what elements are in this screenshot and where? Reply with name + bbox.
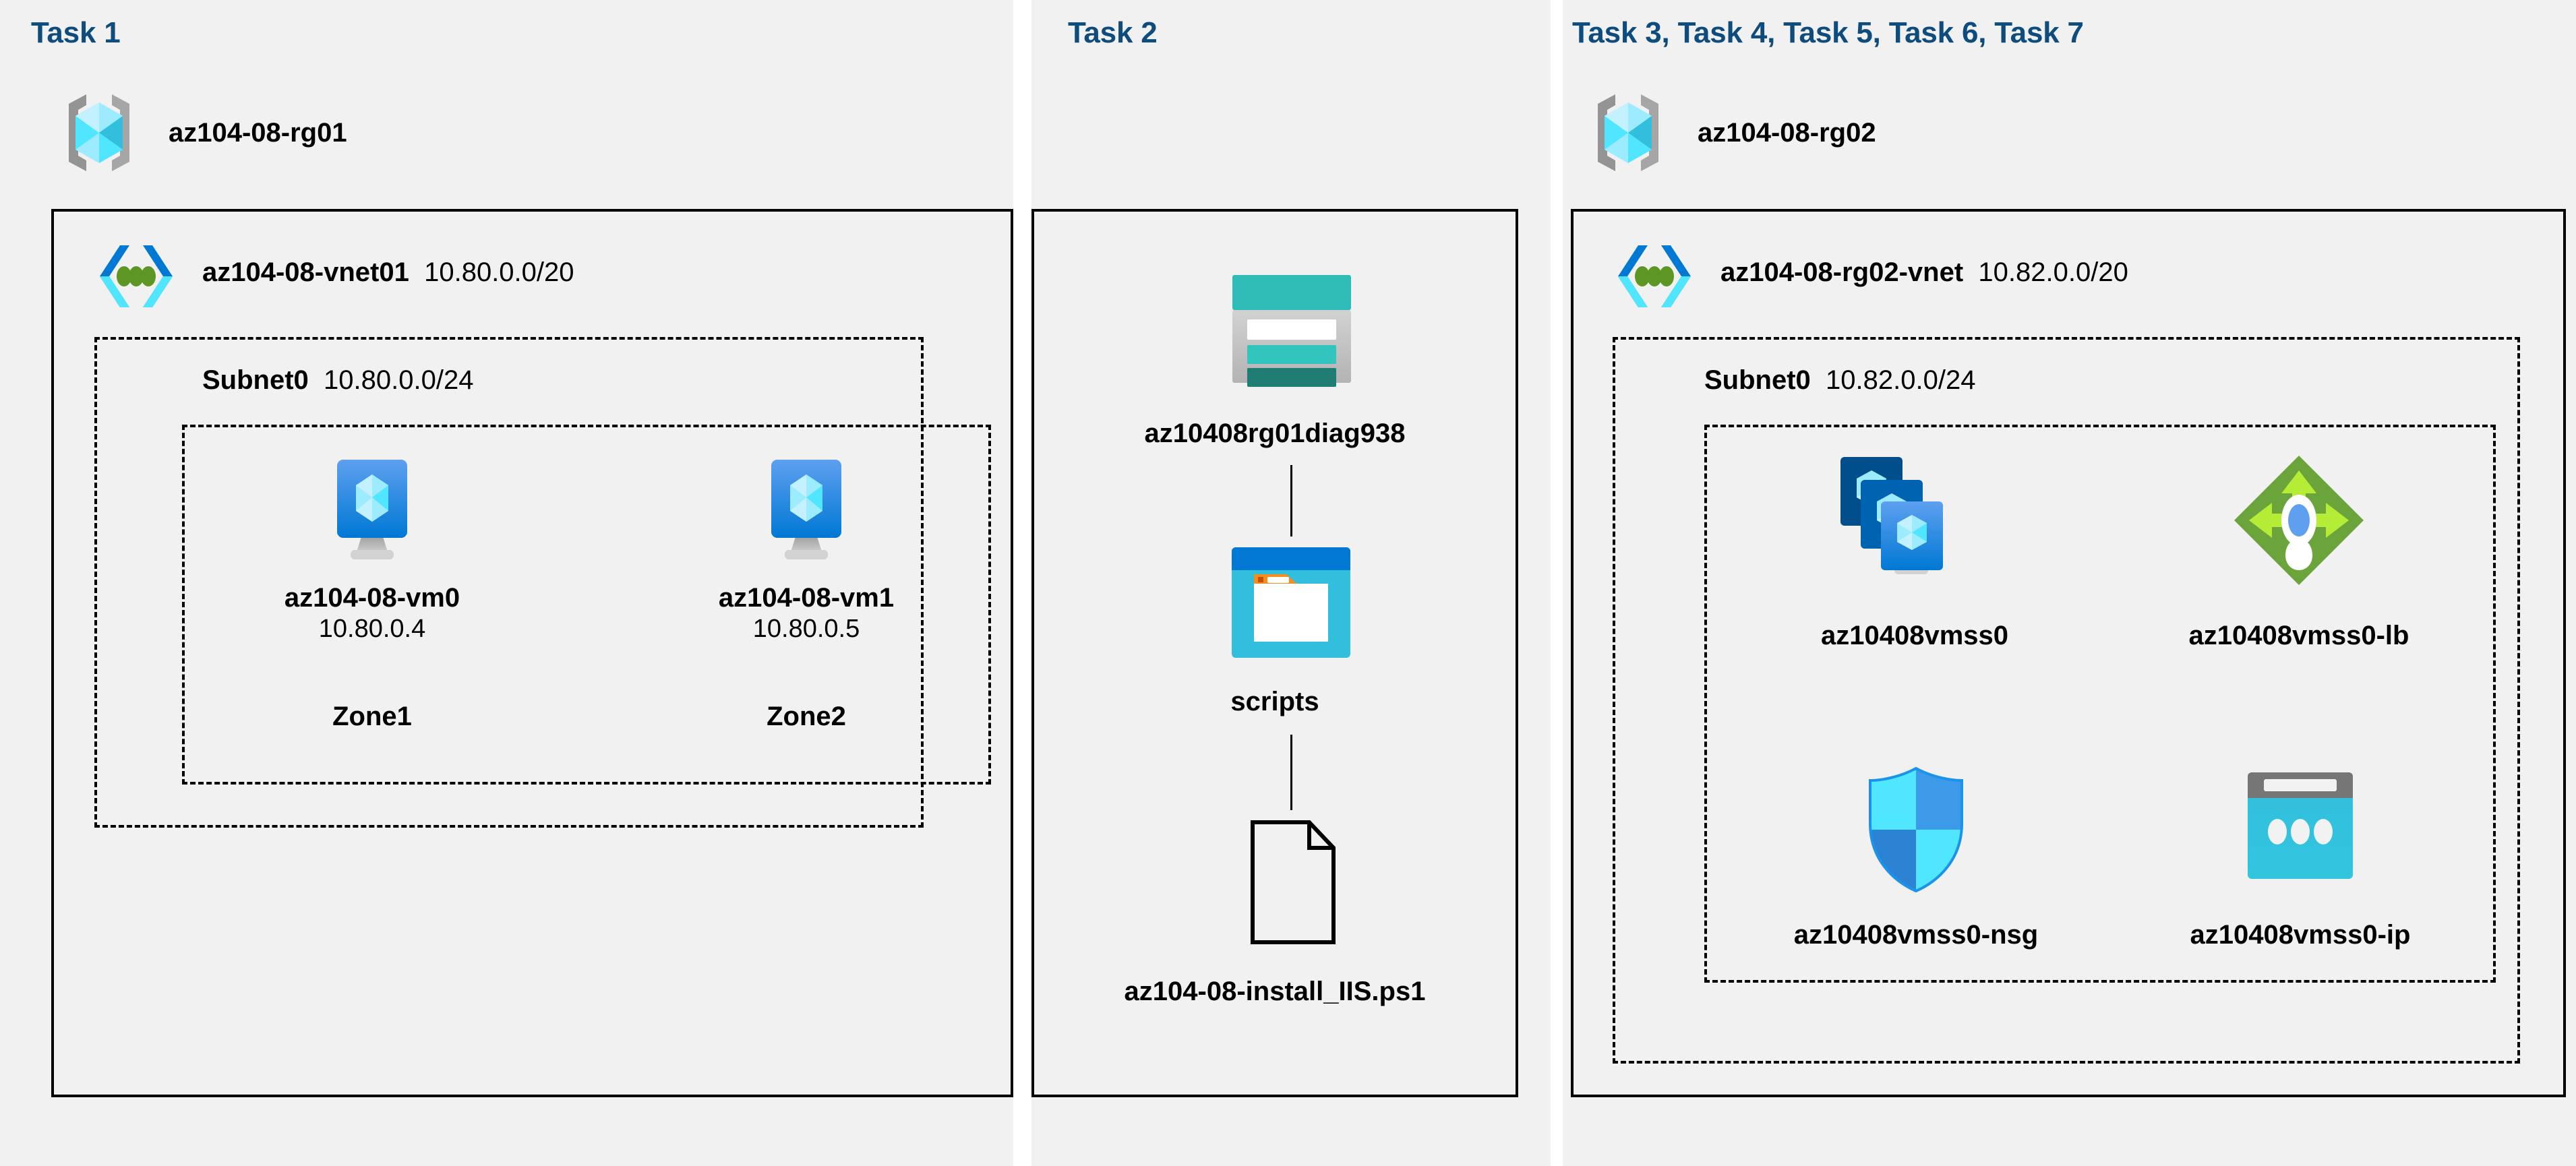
task1-vm1-zone-label: Zone2 [767,702,846,731]
task3-resource-group-label: az104-08-rg02 [1698,118,1876,148]
task2-container-name: scripts [1230,687,1319,716]
resource-group-icon [1584,89,1672,177]
task2-file-name: az104-08-install_IIS.ps1 [1124,977,1426,1006]
load-balancer-icon [2231,453,2366,588]
resource-group-icon [55,89,143,177]
panel-task1 [0,0,1013,1166]
task3-nsg-label: az10408vmss0-nsg [1727,919,2105,951]
virtual-network-icon [93,241,179,311]
task1-vnet-box [51,209,1013,1097]
task1-vm0-ip: 10.80.0.4 [318,615,426,644]
task1-vm1-ip: 10.80.0.5 [752,615,860,644]
task1-subnet-cidr: 10.80.0.0/24 [324,365,474,395]
panel-task2-title: Task 2 [1068,16,1158,49]
task3-vnet-name: az104-08-rg02-vnet [1720,257,1971,287]
task3-vnet-cidr: 10.82.0.0/20 [1978,257,2128,287]
blob-container-icon [1228,545,1354,661]
task1-resource-group-label: az104-08-rg01 [169,118,347,148]
task3-nsg-name: az10408vmss0-nsg [1793,920,2039,950]
task2-storage-account-name: az10408rg01diag938 [1144,419,1406,448]
task3-subnet-name: Subnet0 [1704,365,1818,395]
task3-vnet-label: az104-08-rg02-vnet 10.82.0.0/20 [1720,257,2128,288]
task1-vm0-zone: Zone1 [190,701,554,733]
task3-ip-name: az10408vmss0-ip [2190,920,2411,950]
task3-vnet-box [1571,209,2566,1097]
virtual-machine-icon [756,457,856,565]
task1-subnet-box [94,337,924,828]
task3-vmss-label: az10408vmss0 [1726,620,2103,652]
task1-vm0-labels: az104-08-vm0 10.80.0.4 [190,582,554,644]
task1-vnet-label: az104-08-vnet01 10.80.0.0/20 [202,257,574,288]
panel-task3 [1563,0,2576,1166]
task1-vm1-zone: Zone2 [624,701,988,733]
task3-resource-group-box [1704,425,2496,983]
task1-vm0-zone-label: Zone1 [332,702,412,731]
task1-vm1-labels: az104-08-vm1 10.80.0.5 [624,582,988,644]
task3-lb-label: az10408vmss0-lb [2110,620,2488,652]
storage-account-icon [1224,268,1359,390]
task2-storage-account-label: az10408rg01diag938 [1031,418,1518,450]
task1-resource-group-name: az104-08-rg01 [169,118,347,148]
task2-file-label: az104-08-install_IIS.ps1 [1031,976,1518,1008]
task1-vm0-name: az104-08-vm0 [284,583,460,613]
task3-ip-label: az10408vmss0-ip [2111,919,2489,951]
task2-container-label: scripts [1031,686,1518,718]
task3-vmss-name: az10408vmss0 [1820,621,2009,650]
virtual-network-icon [1611,241,1698,311]
task3-subnet-cidr: 10.82.0.0/24 [1826,365,1976,395]
task1-vm1-name: az104-08-vm1 [718,583,895,613]
virtual-machine-icon [322,457,422,565]
task3-lb-name: az10408vmss0-lb [2188,621,2409,650]
task1-vnet-name: az104-08-vnet01 [202,257,417,287]
connector-storage-to-container [1290,465,1292,536]
network-security-group-icon [1863,766,1969,894]
public-ip-address-icon [2242,770,2358,883]
file-icon [1247,818,1342,946]
task2-content-box [1031,209,1518,1097]
task3-resource-group-name: az104-08-rg02 [1698,118,1876,148]
task1-subnet-label: Subnet0 10.80.0.0/24 [202,365,473,396]
connector-container-to-file [1290,735,1292,810]
panel-task3-title: Task 3, Task 4, Task 5, Task 6, Task 7 [1572,16,2084,49]
task3-subnet-box [1613,337,2520,1064]
panel-task1-title: Task 1 [31,16,121,49]
vm-scale-set-icon [1836,453,1985,588]
task1-vm-group-box [182,425,991,785]
task3-subnet-label: Subnet0 10.82.0.0/24 [1704,365,1975,396]
task1-subnet-name: Subnet0 [202,365,316,395]
task1-vnet-cidr: 10.80.0.0/20 [424,257,574,287]
